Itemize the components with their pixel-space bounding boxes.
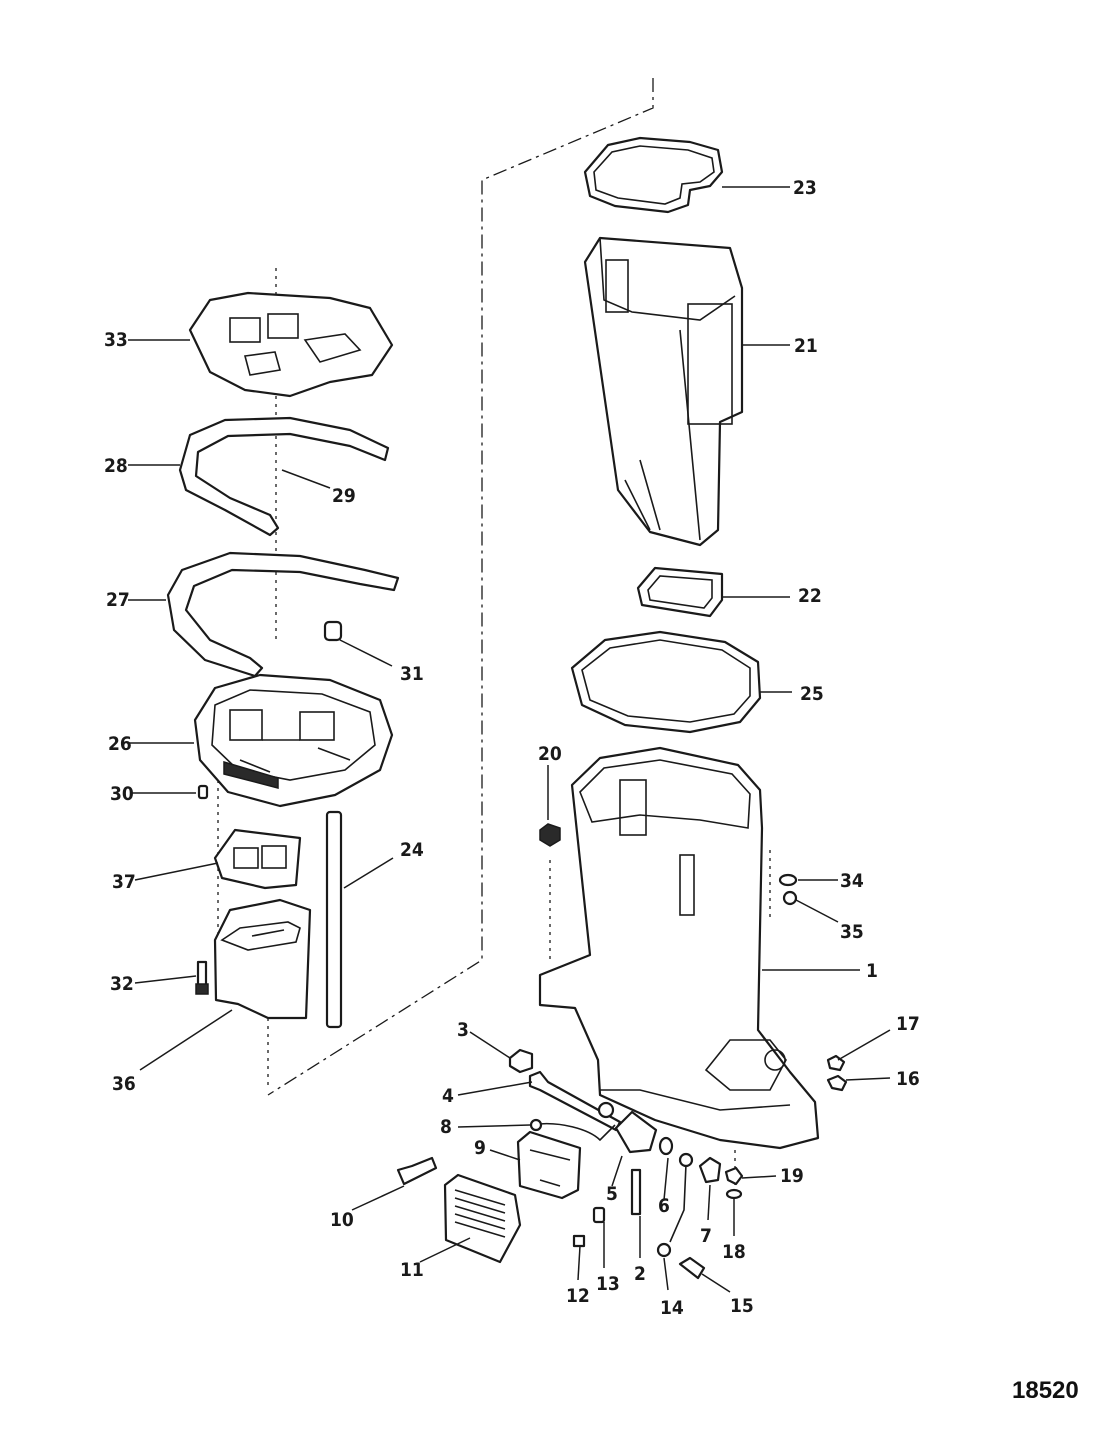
callout-24: 24: [400, 839, 424, 861]
callout-18: 18: [722, 1241, 746, 1263]
callout-3: 3: [457, 1019, 469, 1041]
part-9-bracket: [516, 1130, 582, 1200]
callout-25: 25: [800, 683, 824, 705]
callout-11: 11: [400, 1259, 424, 1281]
part-26-adapter: [193, 673, 394, 808]
part-12-13-fasteners: [572, 1206, 606, 1248]
callout-34: 34: [840, 870, 864, 892]
callout-6: 6: [658, 1195, 670, 1217]
part-5-anode: [614, 1110, 658, 1154]
callout-30: 30: [110, 783, 134, 805]
part-23-gasket: [583, 136, 724, 214]
part-3-nut: [508, 1048, 534, 1074]
callout-1: 1: [866, 960, 878, 982]
callout-5: 5: [606, 1183, 618, 1205]
callout-27: 27: [106, 589, 130, 611]
part-22-seal: [636, 566, 724, 618]
callout-labels: 1 2 3 4 5 6 7 8 9 10 11 12 13 14 15 16 1…: [104, 177, 920, 1319]
callout-37: 37: [112, 871, 136, 893]
callout-22: 22: [798, 585, 822, 607]
part-11-rectifier: [443, 1173, 522, 1264]
part-14-ground-strap: [656, 1152, 694, 1258]
callout-8: 8: [440, 1116, 452, 1138]
part-28-seal: [178, 416, 390, 537]
callout-23: 23: [793, 177, 817, 199]
part-2-stud: [630, 1168, 642, 1216]
part-37-gasket: [213, 828, 302, 890]
part-7-nut: [698, 1156, 722, 1184]
part-20-plug: [539, 823, 561, 847]
callout-16: 16: [896, 1068, 920, 1090]
part-15-bolt: [678, 1256, 706, 1280]
part-1-driveshaft-housing: [538, 746, 820, 1150]
part-33-adapter-plate: [188, 291, 394, 398]
callout-29: 29: [332, 485, 356, 507]
callout-35: 35: [840, 921, 864, 943]
figure-number: 18520: [1012, 1377, 1079, 1404]
callout-33: 33: [104, 329, 128, 351]
callout-28: 28: [104, 455, 128, 477]
callout-13: 13: [596, 1273, 620, 1295]
callout-4: 4: [442, 1085, 454, 1107]
leader-lines: [128, 186, 891, 1293]
part-10-screw: [396, 1156, 438, 1186]
part-25-gasket: [570, 630, 762, 734]
part-8-lead: [529, 1101, 616, 1142]
part-6-washer: [658, 1136, 674, 1156]
callout-10: 10: [330, 1209, 354, 1231]
part-30-pin: [197, 784, 209, 800]
part-21-exhaust-housing: [583, 236, 744, 547]
part-27-tube: [166, 551, 400, 678]
callout-19: 19: [780, 1165, 804, 1187]
callout-17: 17: [896, 1013, 920, 1035]
part-31-bushing: [323, 620, 343, 642]
callout-32: 32: [110, 973, 134, 995]
callout-14: 14: [660, 1297, 684, 1319]
part-32-screw: [195, 960, 209, 995]
callout-36: 36: [112, 1073, 136, 1095]
part-34-35-washers: [778, 873, 798, 906]
callout-26: 26: [108, 733, 132, 755]
callout-9: 9: [474, 1137, 486, 1159]
callout-15: 15: [730, 1295, 754, 1317]
callout-7: 7: [700, 1225, 712, 1247]
callout-31: 31: [400, 663, 424, 685]
callout-21: 21: [794, 335, 818, 357]
callout-20: 20: [538, 743, 562, 765]
callout-2: 2: [634, 1263, 646, 1285]
callout-12: 12: [566, 1285, 590, 1307]
part-24-driveshaft: [325, 810, 343, 1029]
part-36-exhaust-tube: [213, 898, 312, 1020]
